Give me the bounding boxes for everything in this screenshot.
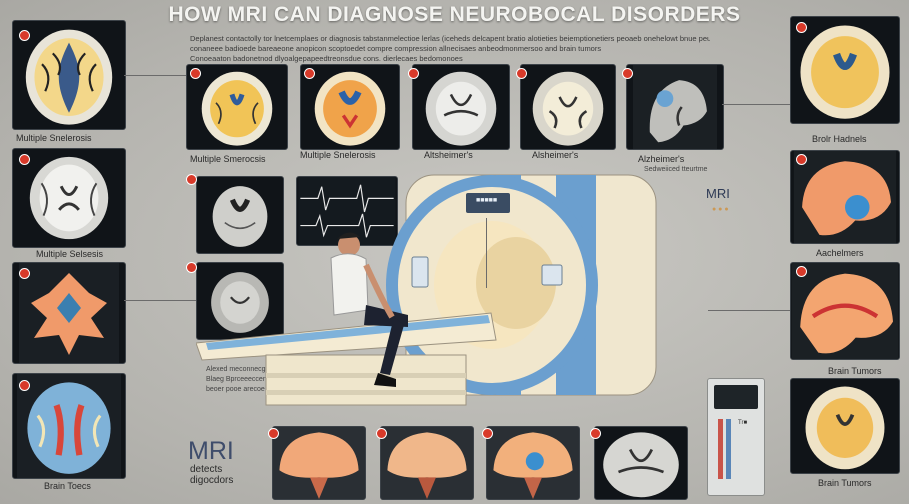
- brain-scan-icon: [790, 262, 900, 360]
- detects-line: digocdors: [190, 475, 234, 486]
- scan-label: Brain Tumors: [828, 366, 882, 376]
- brain-scan-icon: [594, 426, 688, 500]
- marker-dot: [19, 268, 30, 279]
- detects-line: detects: [190, 464, 223, 475]
- subtitle-line: Deplanest contactolly tor lnetcemplaes o…: [190, 34, 710, 43]
- marker-dot: [190, 68, 201, 79]
- brain-scan-icon: [196, 176, 284, 254]
- brain-scan-icon: [196, 262, 284, 340]
- marker-dot: [796, 154, 807, 165]
- scan-label: Aachelmers: [816, 248, 864, 258]
- marker-dot: [19, 380, 30, 391]
- subtitle-line: Conoeaaton badonetnod dlyoalgepapeedtreo…: [190, 54, 463, 63]
- brain-scan-icon: [790, 150, 900, 244]
- scan-label: Brain Tumors: [818, 478, 872, 488]
- caption-line: Blaeg Bprceeeccen: [206, 376, 267, 383]
- legend-dots: ● ● ●: [712, 206, 729, 213]
- brain-scan-icon: [520, 64, 616, 150]
- scan-label: Multiple Selsesis: [36, 249, 104, 259]
- scan-label: Brolr Hadnels: [812, 134, 867, 144]
- mri-heading: MRI: [188, 437, 234, 465]
- subtitle: Deplanest contactolly tor lnetcemplaes o…: [190, 34, 710, 64]
- marker-dot: [186, 262, 197, 273]
- brain-scan-icon: [272, 426, 366, 500]
- page-title: HOW MRI CAN DIAGNOSE NEUROBOCAL DISORDER…: [168, 3, 741, 26]
- connector-line: [722, 104, 790, 105]
- scan-label: Multiple Snelerosis: [16, 133, 92, 143]
- marker-dot: [796, 22, 807, 33]
- marker-dot: [590, 428, 601, 439]
- connector-line: [708, 310, 790, 311]
- caption-line: Alexed meconnecg: [206, 366, 266, 373]
- scan-label: Altsheimer's: [424, 150, 473, 160]
- scan-label: Alzheimer's: [638, 154, 685, 164]
- marker-dot: [186, 174, 197, 185]
- marker-dot: [376, 428, 387, 439]
- brain-scan-icon: [12, 373, 126, 479]
- brain-scan-icon: [790, 16, 900, 124]
- marker-dot: [796, 266, 807, 277]
- console-gauge: [726, 419, 731, 479]
- subtitle-line: conaneee badioede bareaeone anopicon sco…: [190, 44, 602, 53]
- connector-line: [124, 75, 186, 76]
- console-gauge: [718, 419, 723, 479]
- marker-dot: [408, 68, 419, 79]
- marker-dot: [304, 68, 315, 79]
- marker-dot: [19, 154, 30, 165]
- control-console-icon: [707, 378, 765, 496]
- brain-scan-icon: [486, 426, 580, 500]
- marker-dot: [268, 428, 279, 439]
- console-label: Tr■: [738, 420, 748, 426]
- console-screen: [714, 385, 758, 409]
- scan-label: Multiple Snelerosis: [300, 150, 376, 160]
- brain-scan-icon: [412, 64, 510, 150]
- marker-dot: [482, 428, 493, 439]
- mri-tag: MRI: [706, 186, 730, 201]
- scan-label: Brain Toecs: [44, 481, 91, 491]
- scan-label: Multiple Smerocsis: [190, 154, 266, 164]
- brain-scan-icon: [790, 378, 900, 474]
- machine-panel-text: ■■■■■: [476, 197, 498, 204]
- brain-scan-icon: [626, 64, 724, 150]
- marker-dot: [622, 68, 633, 79]
- brain-scan-icon: [300, 64, 400, 150]
- caption-line: beoer pooe arecoe: [206, 386, 265, 393]
- marker-dot: [19, 30, 30, 41]
- brain-scan-icon: [186, 64, 288, 150]
- marker-dot: [516, 68, 527, 79]
- brain-scan-icon: [12, 262, 126, 364]
- scan-sublabel: Sedweiiced tteurtme: [644, 166, 708, 173]
- scan-label: Alsheimer's: [532, 150, 579, 160]
- mri-scanner-icon: [196, 174, 657, 406]
- connector-line: [124, 300, 196, 301]
- detects-text: detects digocdors: [190, 464, 233, 486]
- connector-line: [486, 218, 487, 288]
- brain-scan-icon: [12, 148, 126, 248]
- brain-scan-icon: [380, 426, 474, 500]
- brain-scan-icon: [12, 20, 126, 130]
